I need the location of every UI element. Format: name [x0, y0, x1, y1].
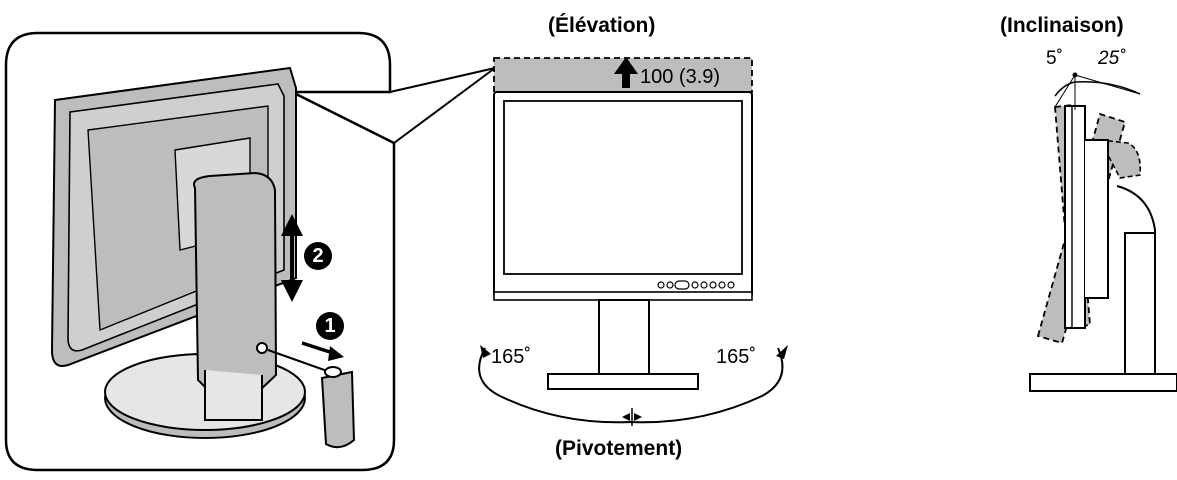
elevation-value: 100 (3.9): [640, 66, 721, 88]
step-2-badge: 2: [304, 242, 332, 270]
side-stand-column: [1124, 232, 1156, 375]
swivel-arrow-right: [776, 345, 788, 359]
tilt-back-angle: 5˚: [1046, 48, 1063, 69]
monitor-bottom-strip: [493, 291, 753, 301]
lock-pin-wire: [267, 349, 331, 373]
tilt-back-arc: [1054, 81, 1076, 97]
swivel-title: (Pivotement): [555, 437, 683, 460]
swivel-center-tick-right: [634, 413, 642, 421]
rear-view-panel: [4, 31, 496, 472]
tilt-back-ref: [1054, 74, 1076, 108]
elevation-title: (Élévation): [548, 14, 656, 37]
stand-column-lower: [204, 370, 263, 421]
callout-pointer-top: [389, 67, 496, 93]
front-stand-neck: [598, 299, 650, 375]
monitor-buttons: [657, 280, 735, 290]
swivel-arrow-left: [480, 345, 491, 358]
front-view: [478, 57, 788, 426]
step-1-badge: 1: [316, 312, 344, 340]
side-stand-neck-back: [1116, 185, 1156, 374]
elevation-up-arrow: [614, 57, 638, 88]
swivel-left-angle: 165˚: [491, 346, 532, 368]
pull-arrow-head: [328, 346, 344, 361]
lock-pin-ring: [324, 366, 342, 378]
lock-pin-tag: [320, 370, 356, 449]
updown-arrow-top: [281, 214, 303, 236]
side-monitor-back: [1085, 139, 1109, 299]
front-stand-base: [547, 373, 699, 390]
callout-pointer-bottom: [393, 67, 496, 144]
lock-pin-hole: [256, 342, 268, 354]
side-view: [1029, 72, 1177, 392]
tilt-forward-arc: [1074, 81, 1141, 95]
stand-column: [193, 171, 278, 393]
tilt-title: (Inclinaison): [1000, 14, 1124, 37]
side-stand-base: [1029, 373, 1177, 392]
swivel-right-angle: 165˚: [716, 346, 757, 368]
updown-arrow-bottom: [281, 280, 303, 302]
swivel-center-tick-left: [622, 413, 630, 421]
side-monitor-body: [1064, 105, 1086, 329]
tilt-forward-angle: 25˚: [1098, 48, 1126, 69]
tilt-pivot-dot: [1072, 72, 1078, 78]
monitor-screen: [503, 100, 743, 275]
swivel-arc: [478, 347, 784, 424]
tilt-hinge: [1098, 139, 1142, 179]
